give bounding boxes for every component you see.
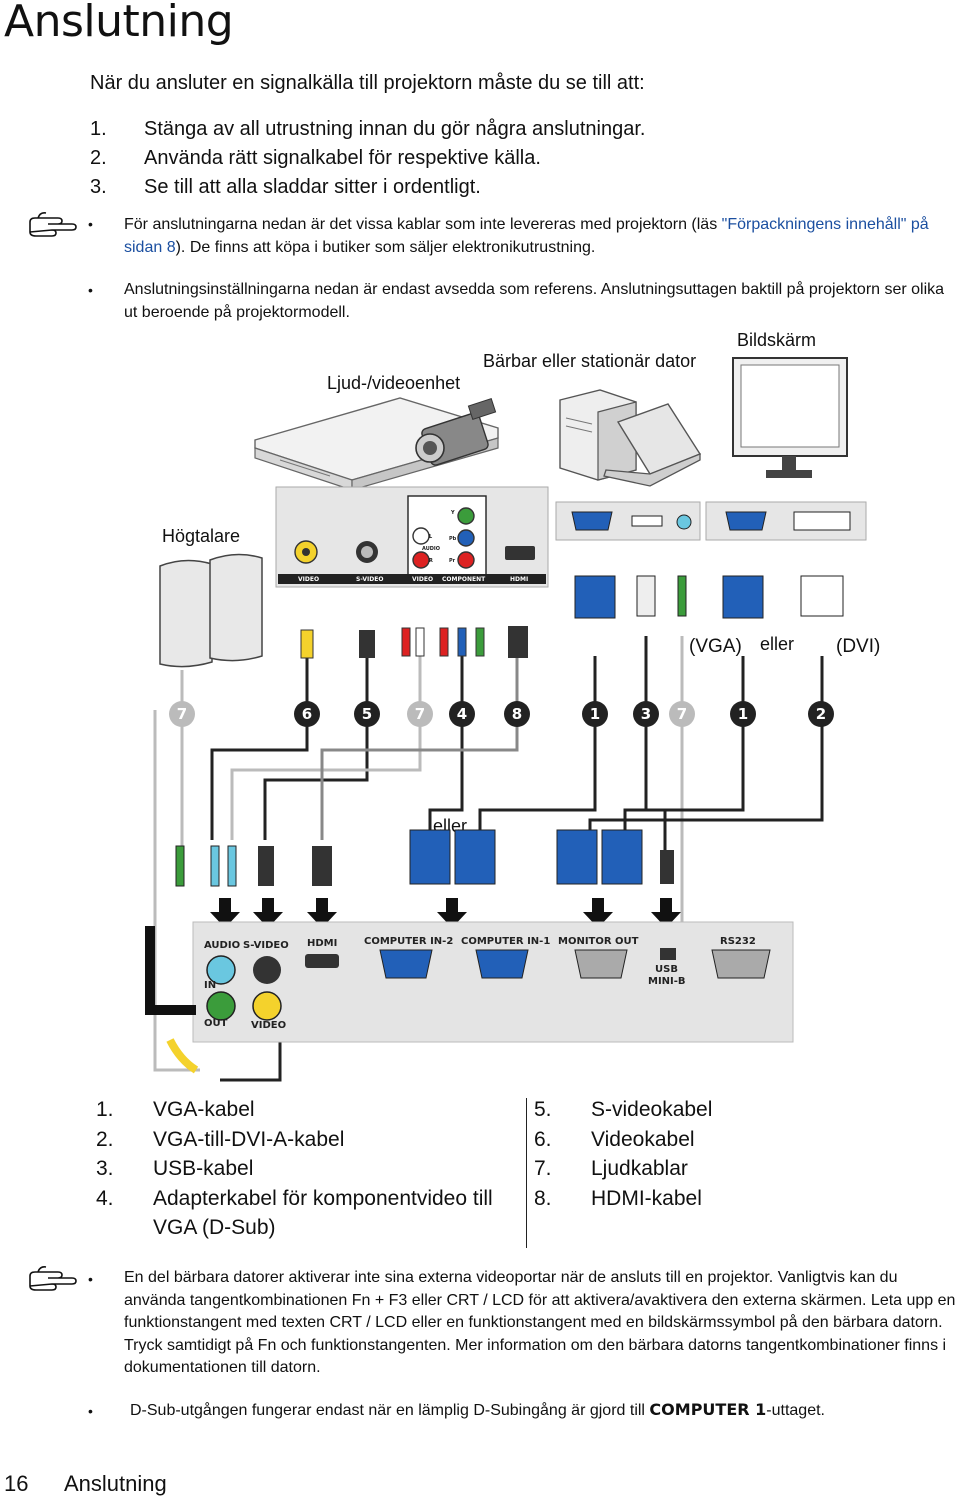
label-speakers: Högtalare — [162, 526, 241, 546]
note-1-text-b: ). De finns att köpa i butiker som sälje… — [175, 239, 596, 256]
desktop-tower-icon — [559, 389, 637, 481]
av-small-label: Pr — [449, 558, 456, 564]
bottom-note-2-text-a: D-Sub-utgången fungerar endast när en lä… — [130, 1402, 650, 1419]
pc-port-panel — [555, 501, 867, 541]
label-dvi: (DVI) — [836, 636, 881, 657]
marker-4: 4 — [449, 701, 475, 727]
footer-title: Anslutning — [64, 1471, 167, 1496]
legend-text: VGA-till-DVI-A-kabel — [153, 1128, 345, 1151]
bottom-note-2: D-Sub-utgången fungerar endast när en lä… — [130, 1399, 950, 1423]
av-port-label: COMPONENT — [442, 576, 486, 583]
legend-right: 5. S-videokabel 6. Videokabel 7. Ljudkablar… — [534, 1098, 834, 1228]
marker-7: 7 — [407, 701, 433, 727]
note-2: Anslutningsinställningarna nedan är enda… — [124, 281, 945, 321]
port-label-in: IN — [204, 980, 216, 991]
bullet: • — [88, 1271, 93, 1287]
bottom-plugs — [175, 829, 674, 887]
legend-num: 2. — [96, 1128, 114, 1151]
bullet: • — [88, 216, 93, 232]
step-number: 3. — [90, 176, 107, 198]
marker-1: 1 — [582, 701, 608, 727]
port-label-video: VIDEO — [251, 1020, 286, 1031]
legend-left: 1. VGA-kabel 2. VGA-till-DVI-A-kabel 3. USB… — [96, 1098, 526, 1248]
step-number: 2. — [90, 147, 107, 169]
legend-num: 4. — [96, 1187, 114, 1210]
bottom-note-1: En del bärbara datorer aktiverar inte si… — [124, 1269, 956, 1377]
step-text: Använda rätt signalkabel för respektive … — [144, 147, 541, 169]
av-small-label: Pb — [449, 536, 457, 542]
note-1-text-a: För anslutningarna nedan är det vissa ka… — [124, 216, 722, 233]
av-small-label: Y — [450, 510, 455, 516]
intro-text: När du ansluter en signalkälla till proj… — [90, 72, 645, 94]
port-label-hdmi: HDMI — [307, 938, 337, 949]
port-label-computer-in-1: COMPUTER IN-1 — [461, 936, 550, 947]
step-text: Stänga av all utrustning innan du gör nå… — [144, 118, 646, 140]
computer-1-label: COMPUTER 1 — [649, 1400, 767, 1419]
av-small-label: R — [429, 558, 433, 564]
legend-text: Videokabel — [591, 1128, 695, 1151]
top-plugs — [300, 575, 844, 659]
av-small-label: AUDIO — [422, 546, 440, 552]
bullet: • — [88, 282, 93, 298]
packaging-link[interactable]: "Förpackningens innehåll" på sidan 8 — [124, 216, 929, 256]
bottom-note-2-text-b: -uttaget. — [766, 1402, 825, 1419]
port-label-usb: USB — [655, 964, 678, 975]
av-back-panel — [275, 486, 549, 588]
note-1: För anslutningarna nedan är det vissa ka… — [124, 213, 934, 259]
legend-num: 1. — [96, 1098, 114, 1121]
legend-num: 7. — [534, 1157, 552, 1180]
legend-text: Adapterkabel för komponentvideo till — [153, 1187, 493, 1210]
label-or: eller — [760, 634, 795, 654]
label-computer: Bärbar eller stationär dator — [483, 351, 697, 371]
speakers-icon — [159, 553, 263, 668]
connection-diagram: AUDIO S-VIDEO HDMI COMPUTER IN-2 COMPUTE… — [145, 357, 867, 1082]
marker-5: 5 — [354, 701, 380, 727]
projector-back-panel — [145, 921, 794, 1074]
legend-text: S-videokabel — [591, 1098, 713, 1121]
legend-text: Ljudkablar — [591, 1157, 688, 1180]
camcorder-icon — [415, 398, 497, 466]
port-label-out: OUT — [204, 1018, 228, 1029]
av-port-label: VIDEO — [298, 576, 319, 583]
legend-text: VGA-kabel — [153, 1098, 255, 1121]
port-label-svideo: S-VIDEO — [243, 940, 289, 951]
port-label-computer-in-2: COMPUTER IN-2 — [364, 936, 453, 947]
label-monitor: Bildskärm — [737, 330, 817, 350]
legend-text: USB-kabel — [153, 1157, 254, 1180]
port-label-rs232: RS232 — [720, 936, 756, 947]
page-title: Anslutning — [4, 0, 234, 47]
legend-num: 3. — [96, 1157, 114, 1180]
av-port-label: HDMI — [510, 576, 528, 583]
legend-divider — [526, 1098, 527, 1248]
marker-6: 6 — [294, 701, 320, 727]
marker-3: 3 — [633, 701, 659, 727]
step-number: 1. — [90, 118, 107, 140]
label-av-device: Ljud-/videoenhet — [327, 373, 461, 393]
legend-num: 5. — [534, 1098, 552, 1121]
marker-7: 7 — [669, 701, 695, 727]
monitor-icon — [732, 357, 848, 478]
port-label-mini-b: MINI-B — [648, 976, 686, 987]
marker-2: 2 — [808, 701, 834, 727]
marker-1: 1 — [730, 701, 756, 727]
footer-page-number: 16 — [4, 1471, 29, 1496]
step-text: Se till att alla sladdar sitter i ordent… — [144, 176, 481, 198]
marker-7: 7 — [169, 701, 195, 727]
marker-8: 8 — [504, 701, 530, 727]
legend-num: 6. — [534, 1128, 552, 1151]
legend-text: HDMI-kabel — [591, 1187, 702, 1210]
bullet: • — [88, 1403, 93, 1419]
label-vga: (VGA) — [689, 636, 742, 657]
pointing-hand-icon — [29, 1266, 77, 1291]
av-small-label: L — [429, 534, 433, 540]
laptop-icon — [603, 403, 702, 487]
legend-text: VGA (D-Sub) — [153, 1216, 276, 1239]
port-label-monitor-out: MONITOR OUT — [558, 936, 639, 947]
av-port-label: VIDEO — [412, 576, 433, 583]
port-label-audio: AUDIO — [204, 940, 240, 951]
pointing-hand-icon — [29, 212, 77, 237]
av-port-label: S-VIDEO — [356, 576, 383, 583]
legend-num: 8. — [534, 1187, 552, 1210]
down-arrows — [210, 898, 681, 928]
